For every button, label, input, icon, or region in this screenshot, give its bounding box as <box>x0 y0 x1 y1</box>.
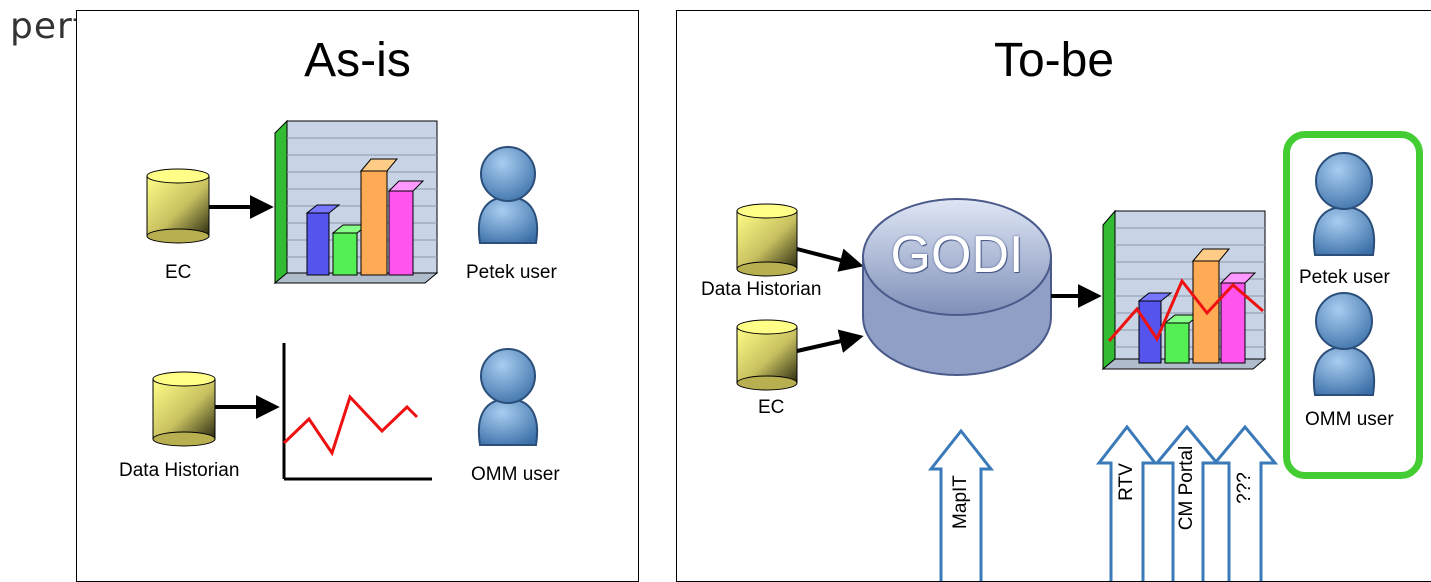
cm-portal-up-arrow <box>1153 424 1221 581</box>
historian-label: Data Historian <box>119 460 240 481</box>
petek-user-icon <box>477 146 539 244</box>
omm-user-icon <box>477 348 539 446</box>
stray-text-fragment: perf <box>10 6 87 47</box>
historian-database-icon <box>152 371 216 447</box>
ec-label: EC <box>758 397 785 418</box>
ec-label: EC <box>165 262 192 283</box>
as-is-title: As-is <box>304 34 411 87</box>
users-highlight-frame <box>1283 131 1423 479</box>
rtv-up-arrow <box>1095 424 1159 581</box>
to-be-diagram <box>736 152 1376 581</box>
petek-user-label: Petek user <box>466 262 557 283</box>
historian-database-icon <box>736 203 798 277</box>
combo-chart-icon <box>1101 209 1267 371</box>
historian-label: Data Historian <box>701 279 822 300</box>
ec-database-icon <box>146 168 210 244</box>
bar-chart-icon <box>273 119 439 285</box>
omm-user-icon <box>1312 292 1376 396</box>
rtv-label: RTV <box>1116 463 1137 501</box>
omm-user-label: OMM user <box>1305 409 1394 430</box>
omm-user-label: OMM user <box>471 464 560 485</box>
unknown-up-arrow <box>1211 424 1279 581</box>
unknown-label: ??? <box>1234 472 1255 504</box>
petek-user-label: Petek user <box>1299 267 1390 288</box>
line-chart-icon <box>282 343 432 481</box>
to-be-panel: To-be <box>676 10 1431 582</box>
mapit-up-arrow <box>927 428 995 581</box>
to-be-title: To-be <box>993 34 1115 87</box>
mapit-label: MapIT <box>950 475 971 529</box>
petek-user-icon <box>1312 152 1376 256</box>
ec-database-icon <box>736 319 798 391</box>
godi-disk-icon <box>862 198 1052 376</box>
as-is-panel: As-is <box>76 10 639 582</box>
as-is-diagram <box>146 119 539 481</box>
godi-label: GODI <box>890 226 1024 284</box>
historian-to-godi-arrow <box>796 247 864 272</box>
ec-to-godi-arrow <box>796 329 864 353</box>
cm-portal-label: CM Portal <box>1176 445 1197 531</box>
